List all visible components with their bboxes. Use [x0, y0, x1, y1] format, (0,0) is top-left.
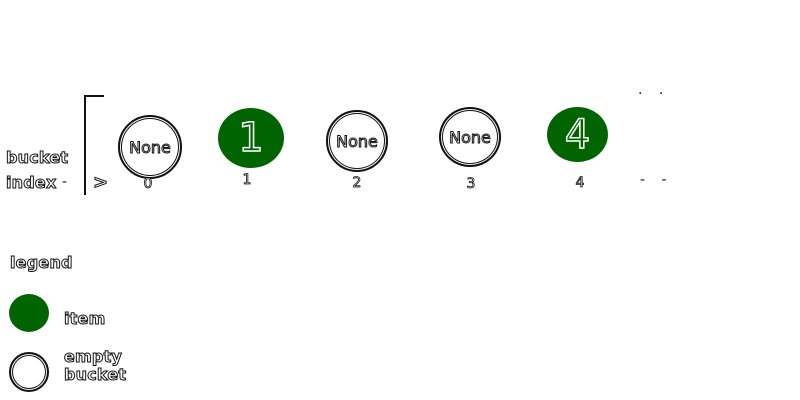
bucket-1-index: 1: [242, 172, 252, 189]
continuation-mark-bottom: - -: [640, 172, 673, 188]
bucket-1: 1: [218, 108, 284, 168]
bucket-3-value: None: [449, 127, 492, 147]
axis-label-index: index: [6, 173, 57, 193]
bucket-2-value: None: [336, 131, 379, 151]
bucket-bracket: [84, 95, 104, 195]
bucket-4: 4: [547, 107, 608, 162]
bucket-4-index: 4: [575, 175, 585, 192]
bucket-0: None: [118, 115, 182, 179]
legend-empty-label-2: bucket: [63, 365, 127, 385]
bucket-0-index: 0: [143, 176, 153, 193]
bucket-4-value: 4: [564, 111, 591, 158]
legend-title: legend: [10, 253, 73, 273]
bucket-0-value: None: [129, 137, 172, 157]
legend-empty-label-1: empty: [63, 347, 123, 367]
bucket-2-index: 2: [352, 175, 362, 192]
legend-item-label: item: [63, 309, 106, 329]
legend-empty-swatch: [9, 352, 49, 392]
bucket-3-index: 3: [466, 176, 476, 193]
bucket-1-value: 1: [238, 115, 265, 161]
bucket-2: None: [326, 110, 388, 172]
bracket-arrow: >: [92, 172, 109, 194]
axis-dash: -: [62, 174, 68, 190]
axis-label-bucket: bucket: [5, 148, 69, 168]
continuation-mark-top: . .: [638, 82, 670, 98]
legend-item-swatch: [9, 294, 49, 332]
bucket-3: None: [439, 107, 501, 167]
